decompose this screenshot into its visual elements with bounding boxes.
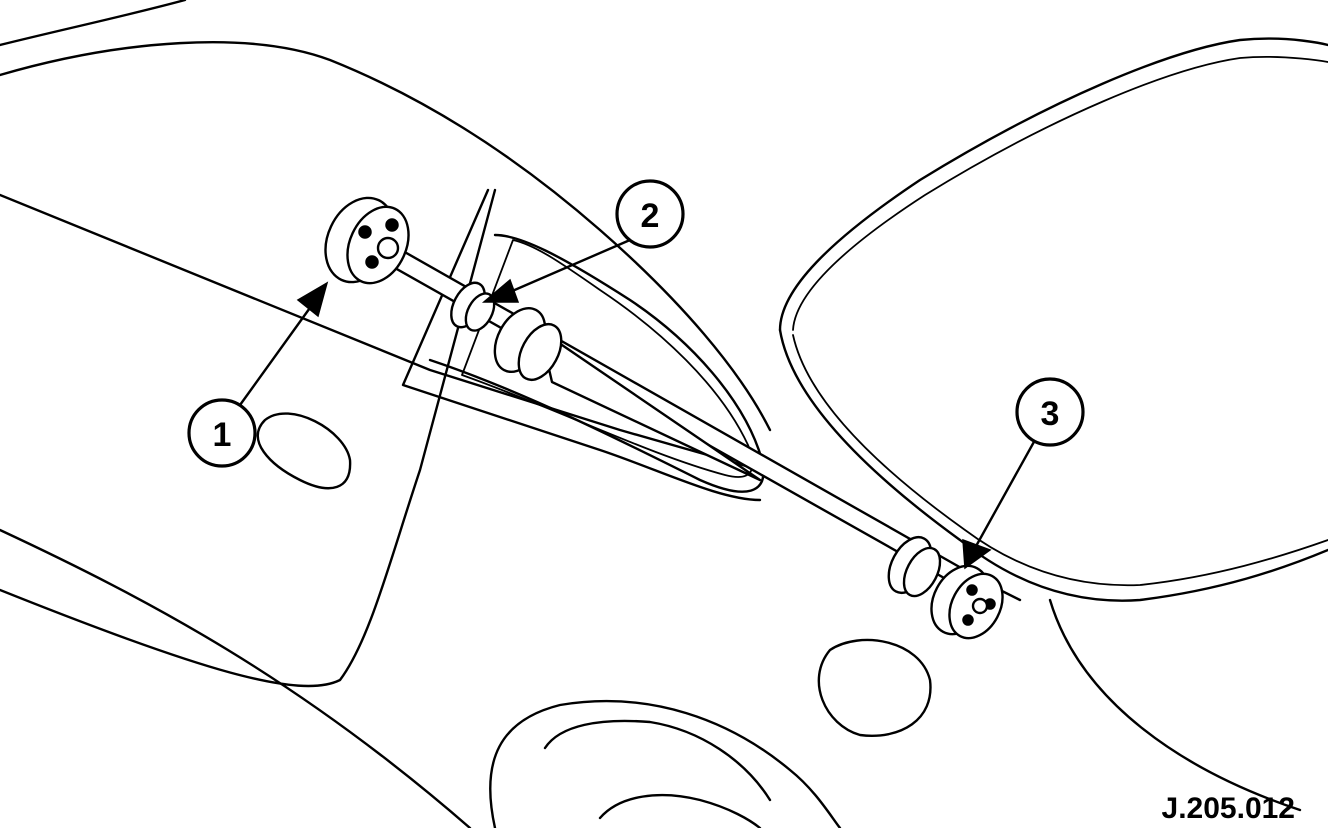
quarter-window-outer-panel [401,188,762,502]
right-bush-face [902,546,942,598]
leader-lines [238,238,1037,570]
leader-line-3 [973,438,1037,550]
quarter-window-inner [461,239,754,478]
callout-circle [615,179,685,249]
callout-3: 3 [1015,377,1085,447]
rear-window-lower [778,328,1328,602]
left-flange-hole [385,218,399,232]
left-flange-hole [365,255,379,269]
right-flange-hole [962,614,974,626]
right-flange-boss [971,597,989,615]
left-flange-hole [358,225,372,239]
strut-cone [538,328,762,482]
callout-1: 1 [187,398,257,468]
rear-pillar-line [1048,598,1302,812]
leader-line-2 [508,238,632,294]
left-flange-boss [376,236,400,260]
figure-reference: J.205.012 [1162,792,1295,825]
callout-2: 2 [615,179,685,249]
strut-assembly [370,236,1002,607]
callout-circle [187,398,257,468]
rear-window-outer [778,37,1328,332]
callout-label: 3 [1041,395,1060,433]
rear-window-inner-lower [792,334,1328,587]
right-flange-hole [966,584,978,596]
callout-label: 1 [213,416,232,454]
wheel-arch-inner2 [598,793,762,828]
rear-door-edge [0,188,497,688]
rear-window-inner [792,55,1328,331]
arrowhead-2 [481,278,520,303]
filler-cap-outline [817,638,932,737]
arrowhead-3 [962,538,992,570]
strut-collar-large-face [517,322,563,382]
body-crease-line [0,193,1022,602]
leader-line-1 [238,303,314,407]
left-mount-flange [324,196,410,285]
callout-circle [1015,377,1085,447]
roof-line [0,41,772,432]
arrowhead-1 [296,281,329,318]
fuel-flap-outline [256,412,352,490]
wheel-arch-inner [543,719,772,802]
sill-line [0,528,472,828]
wheel-arch-outer [489,699,842,828]
top-edge-curve [0,0,187,47]
callout-label: 2 [641,197,660,235]
right-mount-flange [887,535,1004,640]
